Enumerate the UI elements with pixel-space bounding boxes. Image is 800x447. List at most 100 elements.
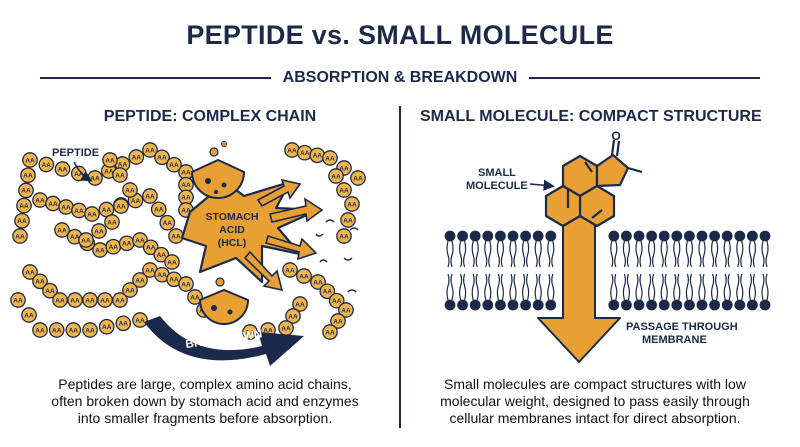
amino-acid-bead: AA (92, 242, 108, 258)
amino-acid-bead: AA (118, 235, 135, 252)
lipid-head (532, 299, 544, 311)
lipid-tail (534, 273, 542, 301)
svg-text:AA: AA (70, 297, 80, 304)
svg-text:AA: AA (119, 321, 129, 328)
lipid-tail (547, 240, 555, 268)
amino-acid-bead: AA (16, 197, 32, 214)
svg-text:AA: AA (332, 298, 342, 305)
lipid-tail (711, 240, 719, 268)
molecule-label-line2: MOLECULE (466, 180, 528, 192)
svg-text:AA: AA (339, 165, 349, 172)
lipid-tail (698, 273, 706, 301)
svg-text:AA: AA (281, 325, 291, 332)
lipid-tail (761, 240, 769, 268)
amino-acid-bead: AA (328, 292, 345, 309)
amino-acid-bead: AA (292, 296, 308, 312)
amino-acid-bead: AA (104, 214, 120, 230)
lipid-tail (673, 240, 681, 268)
lipid-tail (761, 273, 769, 301)
lipid-head (520, 299, 531, 311)
amino-acid-bead: AA (296, 268, 312, 284)
amino-acid-bead: AA (132, 272, 148, 288)
enzyme-icon-top (190, 141, 246, 199)
lipid-head (495, 299, 506, 311)
svg-text:AA: AA (347, 201, 357, 208)
amino-acid-bead: AA (113, 198, 129, 214)
lipid-tail (471, 273, 479, 301)
molecule-label-line1: SMALL (478, 167, 516, 179)
amino-acid-bead: AA (142, 188, 158, 204)
amino-acid-bead: AA (282, 262, 298, 278)
svg-text:AA: AA (74, 208, 84, 215)
svg-text:AA: AA (81, 237, 91, 244)
svg-text:AA: AA (287, 147, 297, 154)
lipid-tail (446, 240, 454, 268)
lipid-head (545, 230, 557, 242)
svg-text:AA: AA (300, 150, 310, 157)
lipid-tail (509, 240, 517, 268)
svg-text:AA: AA (181, 281, 191, 288)
lipid-head (721, 230, 733, 242)
amino-acid-bead: AA (319, 283, 336, 300)
lipid-head (507, 230, 519, 242)
lipid-tail (723, 240, 731, 268)
amino-acid-bead: AA (32, 322, 48, 338)
svg-text:AA: AA (95, 247, 105, 254)
amino-acid-bead: AA (115, 315, 132, 332)
lipid-head (747, 230, 758, 242)
amino-acid-bead: AA (22, 264, 38, 280)
lipid-head (747, 299, 758, 311)
peptide-caption-line: Peptides are large, complex amino acid c… (58, 376, 352, 392)
amino-acid-bead: AA (164, 254, 180, 270)
svg-text:AA: AA (145, 147, 155, 154)
amino-acid-bead: AA (105, 238, 122, 255)
amino-acid-bead: AA (142, 142, 158, 158)
svg-text:AA: AA (70, 234, 80, 241)
lipid-head (646, 299, 657, 311)
lipid-tail (484, 240, 492, 268)
lipid-head (633, 230, 645, 242)
lipid-tail (522, 240, 530, 268)
lipid-tail (748, 273, 756, 301)
peptide-label: PEPTIDE (52, 147, 99, 159)
amino-acid-bead: AA (350, 170, 366, 186)
lipid-tail (522, 273, 530, 301)
lipid-head (545, 299, 557, 311)
amino-acid-bead: AA (112, 292, 128, 308)
amino-acid-bead: AA (82, 292, 98, 308)
enzyme-icon-bottom (198, 277, 250, 325)
amino-acid-bead: AA (20, 167, 36, 184)
amino-acid-bead: AA (284, 142, 300, 158)
lipid-tail (698, 240, 706, 268)
lipid-head (684, 230, 695, 242)
svg-text:AA: AA (125, 187, 135, 194)
breakdown-label: BREAKDOWN (185, 328, 263, 351)
svg-text:AA: AA (94, 228, 104, 235)
svg-text:AA: AA (115, 172, 125, 179)
amino-acid-bead: AA (340, 212, 356, 228)
svg-text:AA: AA (118, 161, 128, 168)
amino-acid-bead: AA (78, 232, 94, 248)
lipid-head (495, 230, 506, 242)
lipid-head (520, 230, 531, 242)
lipid-head (457, 299, 468, 311)
cell-membrane (444, 230, 771, 311)
passage-label-line2: MEMBRANE (642, 334, 707, 346)
svg-text:AA: AA (74, 171, 84, 178)
svg-text:AA: AA (146, 245, 156, 252)
lipid-head (507, 299, 519, 311)
svg-text:AA: AA (295, 301, 305, 308)
svg-text:AA: AA (163, 220, 173, 227)
svg-text:AA: AA (104, 168, 114, 175)
svg-text:AA: AA (157, 252, 167, 259)
lipid-head (658, 299, 670, 311)
lipid-tail (648, 273, 656, 301)
svg-text:AA: AA (23, 173, 33, 180)
svg-text:AA: AA (102, 207, 112, 214)
svg-text:AA: AA (109, 244, 119, 251)
amino-acid-bead: AA (91, 223, 107, 239)
svg-text:AA: AA (116, 203, 126, 210)
lipid-head (734, 299, 746, 311)
amino-acid-bead: AA (10, 292, 26, 308)
lipid-head (608, 299, 620, 311)
